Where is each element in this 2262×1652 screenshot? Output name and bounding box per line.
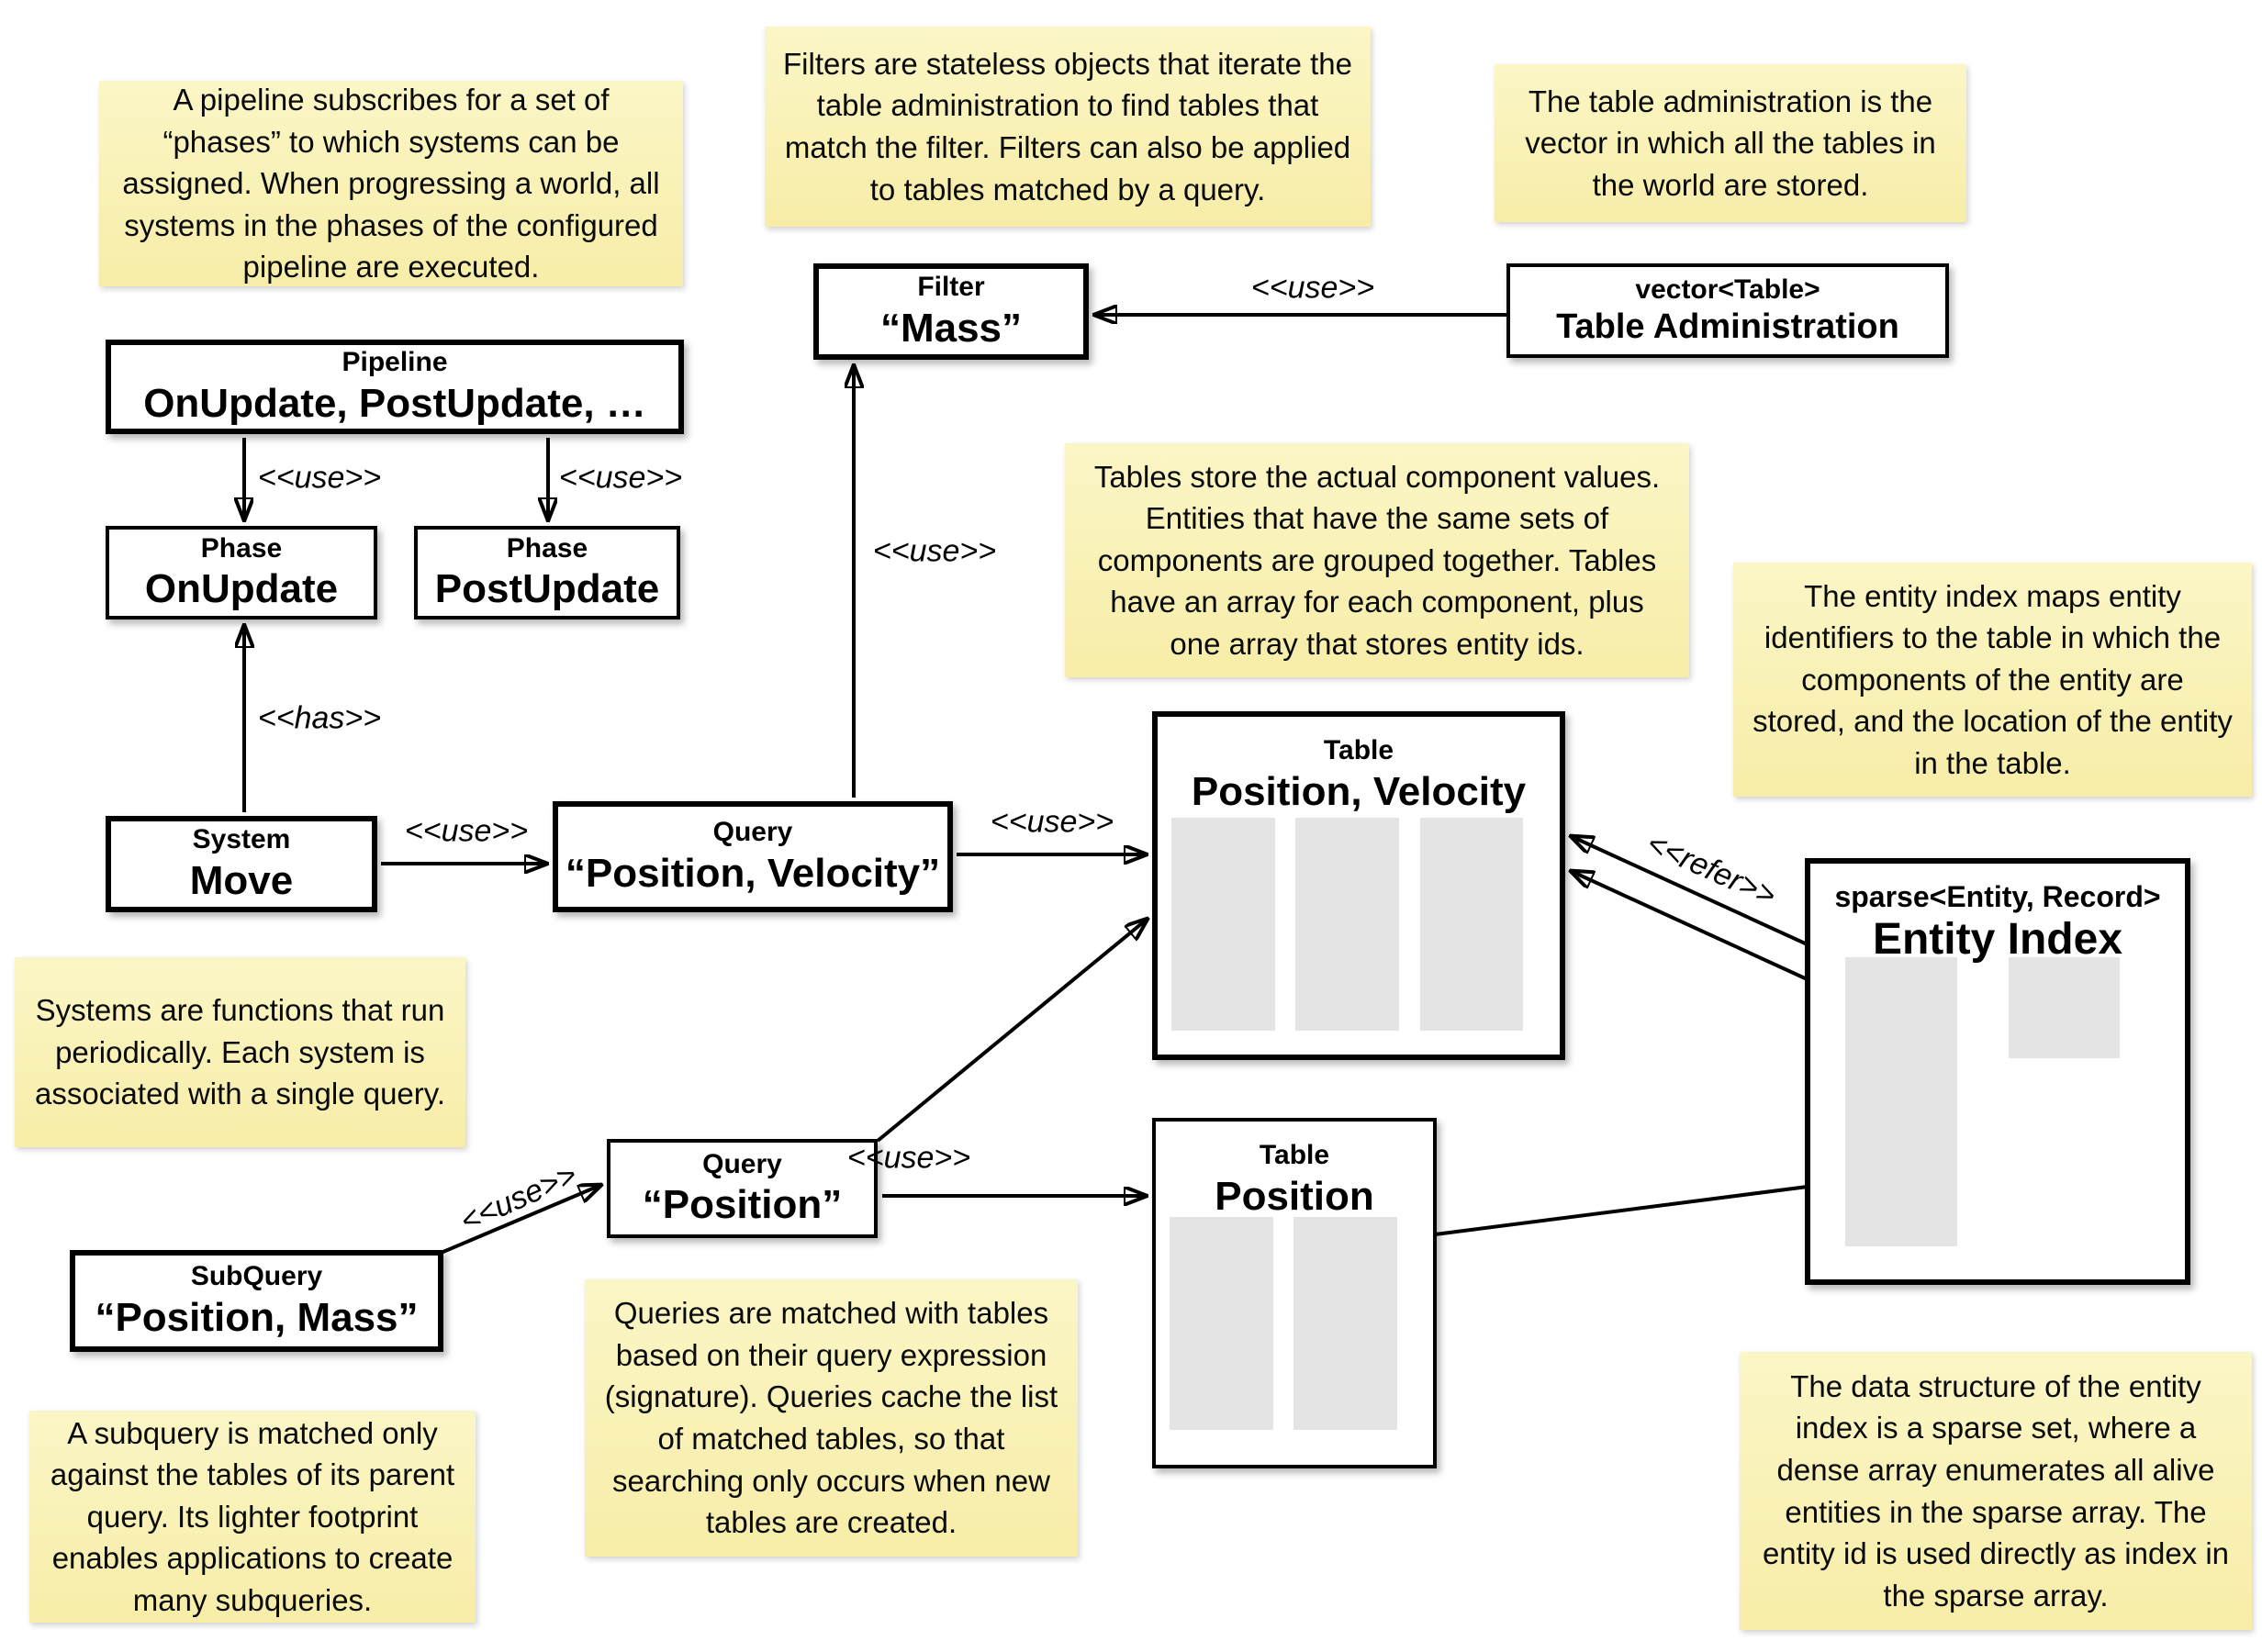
box-table-administration-kind: vector<Table> [1635,273,1820,305]
note-tables: Tables store the actual component values… [1065,443,1689,677]
box-table-position: Table Position [1152,1118,1437,1468]
note-systems-text: Systems are functions that run periodica… [35,993,445,1111]
box-phase-onupdate-name: OnUpdate [144,566,339,612]
box-query-position-velocity-name: “Position, Velocity” [565,850,941,896]
note-sparse-set-text: The data structure of the entity index i… [1762,1368,2230,1613]
box-system-move: System Move [106,816,377,912]
box-phase-onupdate-kind: Phase [200,532,283,564]
box-phase-postupdate: Phase PostUpdate [414,526,680,620]
box-filter-mass-kind: Filter [917,272,985,303]
note-pipeline-text: A pipeline subscribes for a set of “phas… [122,83,660,285]
box-subquery-kind: SubQuery [190,1261,323,1292]
component-array-1 [1170,1217,1273,1430]
note-filters: Filters are stateless objects that itera… [765,27,1371,227]
note-queries-text: Queries are matched with tables based on… [604,1296,1058,1540]
label-use-move-querypv: <<use>> [404,813,529,849]
label-use-querypv-filter: <<use>> [872,533,997,569]
label-use-querypos-tablepos: <<use>> [846,1140,971,1176]
box-system-move-name: Move [189,857,294,903]
box-entity-index: sparse<Entity, Record> Entity Index [1805,858,2190,1285]
box-entity-index-kind: sparse<Entity, Record> [1834,880,2161,913]
component-array-2 [1295,818,1399,1031]
box-system-move-kind: System [192,824,291,855]
note-tables-text: Tables store the actual component values… [1093,459,1661,661]
box-subquery: SubQuery “Position, Mass” [70,1250,443,1352]
box-query-position-velocity: Query “Position, Velocity” [553,801,953,912]
box-table-position-kind: Table [1259,1140,1330,1170]
box-table-administration: vector<Table> Table Administration [1506,263,1949,358]
note-systems: Systems are functions that run periodica… [15,957,465,1147]
component-array-2 [1293,1217,1397,1430]
note-table-administration-text: The table administration is the vector i… [1525,84,1936,202]
edge-querypos-tablepv [876,919,1148,1143]
note-filters-text: Filters are stateless objects that itera… [783,46,1352,206]
label-use-pipeline-postupdate: <<use>> [558,460,683,496]
box-query-position-name: “Position” [642,1182,843,1228]
dense-array [2009,957,2120,1058]
box-phase-onupdate: Phase OnUpdate [106,526,377,620]
box-subquery-name: “Position, Mass” [95,1294,419,1340]
box-pipeline-name: OnUpdate, PostUpdate, … [143,380,646,426]
box-phase-postupdate-name: PostUpdate [434,566,660,612]
box-table-position-velocity: Table Position, Velocity [1152,711,1565,1060]
note-entity-index-text: The entity index maps entity identifiers… [1752,578,2233,780]
box-filter-mass: Filter “Mass” [813,263,1089,360]
note-subquery-text: A subquery is matched only against the t… [50,1415,455,1617]
note-subquery: A subquery is matched only against the t… [29,1411,476,1623]
label-refer-entityindex-tablepv: <<refer>> [1641,825,1782,914]
note-entity-index: The entity index maps entity identifiers… [1733,563,2252,797]
box-table-position-velocity-name: Position, Velocity [1191,768,1527,814]
box-entity-index-name: Entity Index [1872,915,2123,964]
label-use-querypv-tablepv: <<use>> [990,804,1114,840]
label-has-move-phase: <<has>> [257,700,382,736]
note-sparse-set: The data structure of the entity index i… [1740,1352,2252,1630]
label-use-pipeline-onupdate: <<use>> [257,460,382,496]
box-query-position-velocity-kind: Query [712,817,793,848]
component-array-3 [1420,818,1523,1031]
label-use-tableadmin-filter: <<use>> [1250,270,1375,306]
box-table-position-name: Position [1215,1173,1374,1219]
note-queries: Queries are matched with tables based on… [585,1279,1078,1557]
box-query-position: Query “Position” [607,1139,878,1238]
box-filter-mass-name: “Mass” [879,305,1023,351]
box-query-position-kind: Query [702,1148,782,1179]
box-pipeline-kind: Pipeline [342,347,448,378]
note-pipeline: A pipeline subscribes for a set of “phas… [99,81,683,286]
box-pipeline: Pipeline OnUpdate, PostUpdate, … [106,340,684,434]
note-table-administration: The table administration is the vector i… [1495,64,1966,222]
sparse-array [1845,957,1957,1246]
component-array-1 [1171,818,1275,1031]
box-phase-postupdate-kind: Phase [506,532,588,564]
edge-entityindex-to-tablepos [1406,1180,1844,1238]
box-table-position-velocity-kind: Table [1323,735,1394,765]
box-table-administration-name: Table Administration [1556,307,1899,347]
label-use-subquery-querypos: <<use>> [454,1156,582,1240]
